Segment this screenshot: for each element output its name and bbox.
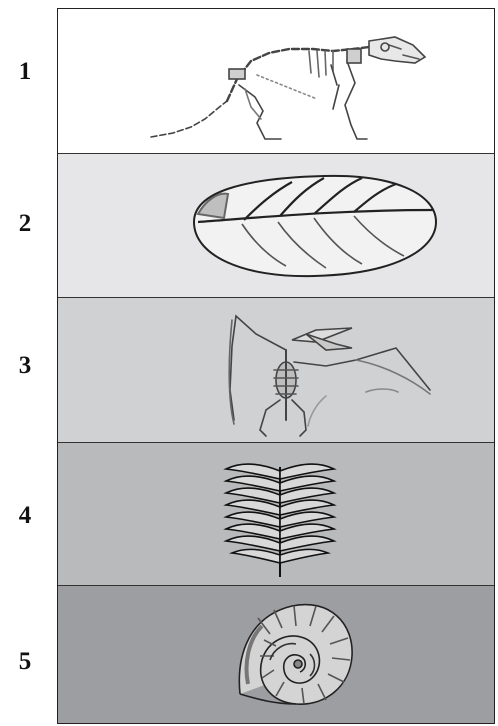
rock-layer-2 [58, 154, 494, 298]
layer-number-2: 2 [10, 210, 40, 238]
leaf-fossil-icon [184, 170, 444, 280]
layer-number-5: 5 [10, 648, 40, 676]
mammal-skeleton-icon [133, 15, 433, 145]
rock-layers-column [57, 8, 495, 724]
pterosaur-skeleton-icon [216, 300, 456, 440]
rock-layer-3 [58, 298, 494, 443]
ammonite-icon [230, 594, 360, 714]
layer-number-3: 3 [10, 352, 40, 380]
rock-layer-4 [58, 443, 494, 586]
fern-frond-icon [220, 451, 340, 581]
rock-layer-5 [58, 586, 494, 723]
rock-layer-1 [58, 9, 494, 154]
layer-number-1: 1 [10, 58, 40, 86]
layer-number-4: 4 [10, 502, 40, 530]
